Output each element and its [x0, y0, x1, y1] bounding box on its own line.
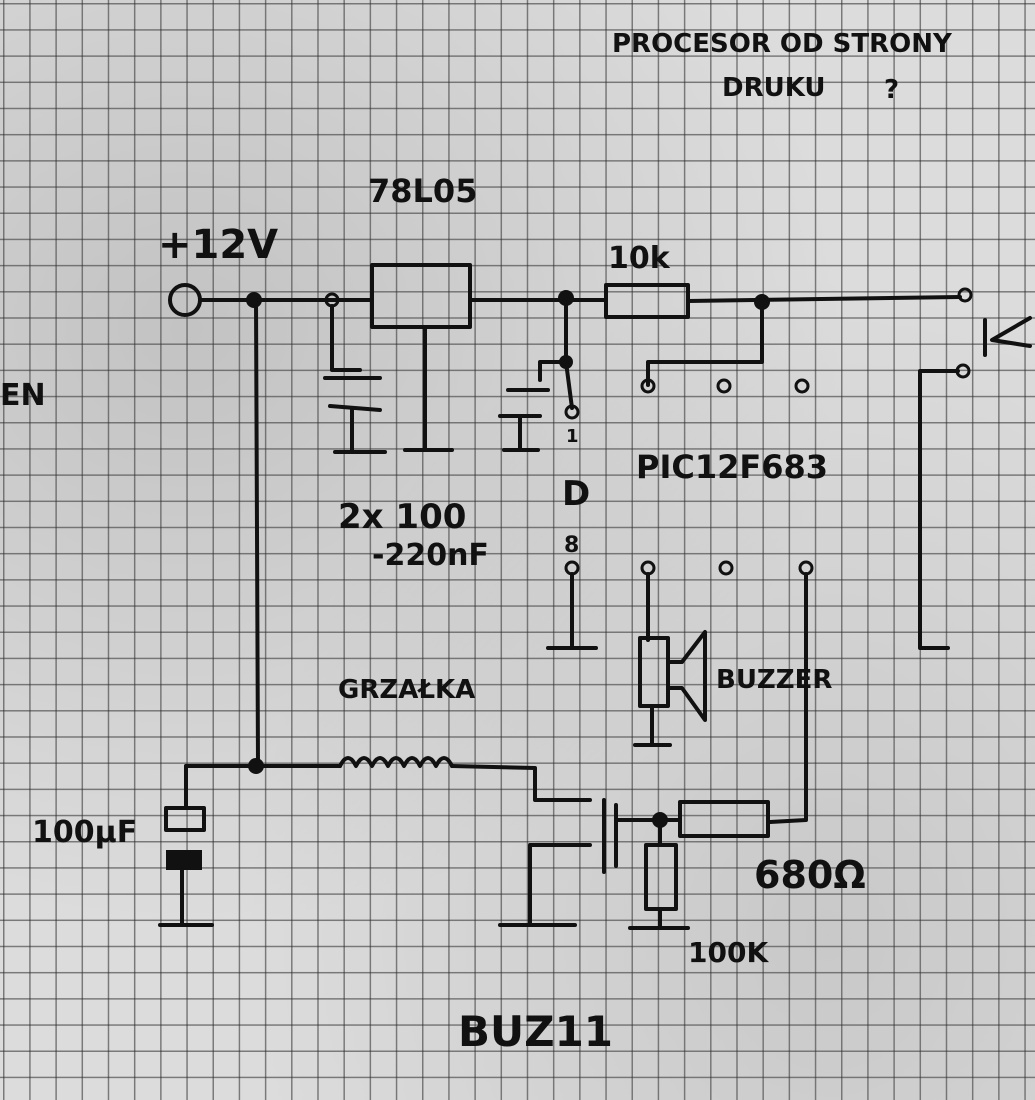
chip-notch-label: D	[562, 474, 590, 514]
resistor-10k	[604, 283, 690, 319]
resistor-100k-label: 100K	[688, 936, 769, 969]
big-cap-plate-positive	[164, 806, 206, 832]
chip-pin-2	[640, 378, 656, 394]
side-label-left: EN	[0, 378, 46, 413]
connector-ground-wire	[918, 369, 960, 650]
connector-pin-top	[957, 287, 973, 303]
regulator-label: 78L05	[368, 172, 477, 210]
mosfet-source-wire	[528, 843, 592, 927]
gate-drive-wire	[768, 572, 808, 824]
supply-label: +12V	[158, 222, 278, 268]
pin-1-label: 1	[566, 426, 579, 447]
regulator-body	[370, 263, 472, 329]
pullup-wire	[646, 300, 764, 387]
supply-rail-right	[686, 295, 962, 303]
chip-pin-1	[564, 404, 580, 420]
resistor-100k	[644, 843, 678, 911]
heater-coil	[338, 756, 454, 768]
pin-8-label: 8	[564, 533, 579, 558]
cap-value-line-1: 2x 100	[338, 497, 466, 537]
mcu-label: PIC12F683	[636, 448, 828, 486]
transistor-label: BUZ11	[458, 1007, 613, 1056]
resistor-680	[678, 800, 770, 838]
resistor-10k-label: 10k	[608, 241, 671, 276]
input-cap-lead	[330, 304, 362, 372]
buzzer-label: BUZZER	[716, 665, 832, 695]
chip-vdd-wire	[564, 360, 574, 410]
supply-input-terminal	[168, 283, 202, 317]
note-mark: ?	[884, 75, 899, 105]
note-line-1: PROCESOR OD STRONY	[612, 29, 953, 59]
chip-pin-3	[716, 378, 732, 394]
input-cap-plate-b	[328, 404, 382, 412]
output-cap-lead	[538, 298, 568, 382]
heater-label: GRZAŁKA	[338, 675, 475, 705]
chip-pin-6	[718, 560, 734, 576]
buzzer-body	[638, 636, 670, 708]
chip-pin-4	[794, 378, 810, 394]
resistor-680-label: 680Ω	[754, 853, 866, 897]
heater-to-drain-wire	[450, 764, 592, 802]
connector-mark-arrow	[990, 316, 1032, 348]
big-cap-label: 100µF	[32, 815, 137, 850]
big-cap-plate-negative	[166, 850, 202, 870]
supply-down-wire	[254, 298, 260, 768]
note-line-2: DRUKU	[722, 73, 826, 103]
cap-value-line-2: -220nF	[372, 538, 489, 573]
buzzer-horn	[666, 630, 707, 722]
